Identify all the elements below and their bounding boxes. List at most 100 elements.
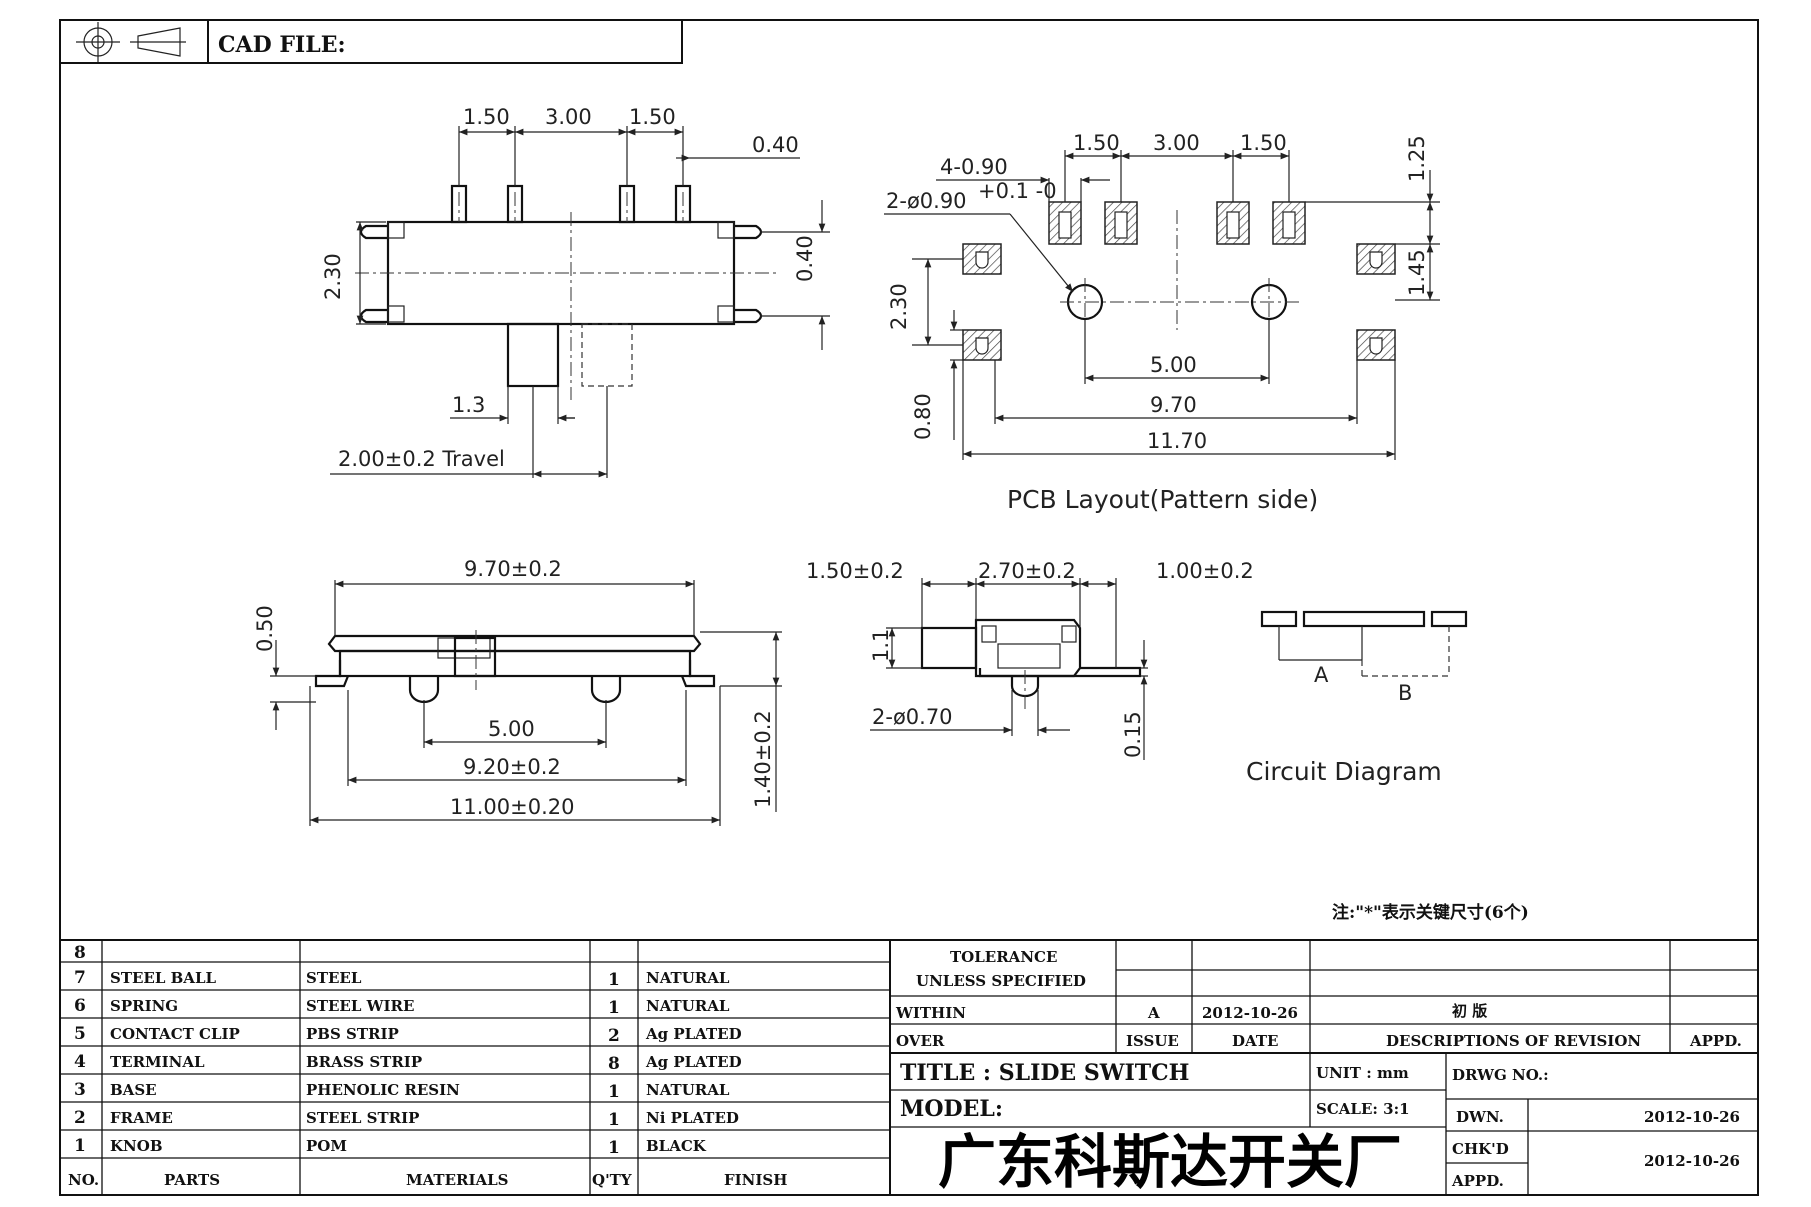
parts-row-1: 1 KNOB POM 1 BLACK bbox=[74, 1136, 707, 1158]
row-no: 8 bbox=[74, 943, 86, 963]
dim-side-pitch-1: 1.50 bbox=[463, 105, 510, 129]
chkd-label: CHK'D bbox=[1452, 1140, 1509, 1158]
row-no: 6 bbox=[74, 996, 86, 1016]
dim-pcb-hole-pitch: 5.00 bbox=[1150, 353, 1197, 377]
unit-label: UNIT : mm bbox=[1316, 1064, 1409, 1082]
dim-side-pitch-2: 3.00 bbox=[545, 105, 592, 129]
row-qty: 1 bbox=[608, 1138, 620, 1158]
key-dimension-note: 注:"*"表示关键尺寸(6个) bbox=[1332, 902, 1529, 923]
row-qty: 8 bbox=[608, 1054, 620, 1074]
dim-end-11: 1.1 bbox=[869, 629, 893, 662]
scale-label: SCALE: 3:1 bbox=[1316, 1100, 1410, 1118]
dim-pcb-pad-width: 4-0.90 bbox=[940, 155, 1008, 179]
row-no: 5 bbox=[74, 1024, 86, 1044]
parts-row-5: 5 CONTACT CLIP PBS STRIP 2 Ag PLATED bbox=[74, 1024, 742, 1046]
row-finish: NATURAL bbox=[646, 969, 730, 987]
dim-front-offset: 0.50 bbox=[253, 605, 277, 652]
dim-pcb-pitch-3: 1.50 bbox=[1240, 131, 1287, 155]
row-qty: 1 bbox=[608, 998, 620, 1018]
row-finish: NATURAL bbox=[646, 997, 730, 1015]
dim-pcb-hole-tol: +0.1 -0 bbox=[978, 179, 1057, 203]
revision-issue: A bbox=[1147, 1004, 1160, 1022]
row-material: BRASS STRIP bbox=[306, 1053, 422, 1071]
row-part: CONTACT CLIP bbox=[110, 1025, 240, 1043]
circuit-diagram: A B Circuit Diagram bbox=[1246, 610, 1468, 786]
end-view: 1.50±0.2 2.70±0.2 1.00±0.2 1.1 2-ø0.70 0… bbox=[806, 559, 1254, 760]
dim-pcb-pad-span: 9.70 bbox=[1150, 393, 1197, 417]
title-text: TITLE : SLIDE SWITCH bbox=[900, 1060, 1189, 1086]
revision-desc-label: DESCRIPTIONS OF REVISION bbox=[1386, 1032, 1641, 1050]
row-finish: BLACK bbox=[646, 1137, 707, 1155]
dim-side-pin-width: 0.40 bbox=[752, 133, 799, 157]
revision-appd-label: APPD. bbox=[1689, 1032, 1742, 1050]
dim-pcb-080: 0.80 bbox=[911, 393, 935, 440]
cad-file-label: CAD FILE: bbox=[218, 32, 346, 58]
pcb-layout-caption: PCB Layout(Pattern side) bbox=[1007, 485, 1318, 514]
row-part: FRAME bbox=[110, 1109, 173, 1127]
dim-side-pitch-3: 1.50 bbox=[629, 105, 676, 129]
row-qty: 1 bbox=[608, 1082, 620, 1102]
dim-end-peg-dia: 2-ø0.70 bbox=[872, 705, 953, 729]
row-material: STEEL bbox=[306, 969, 362, 987]
row-no: 2 bbox=[74, 1108, 86, 1128]
tolerance-within: WITHIN bbox=[895, 1004, 966, 1022]
parts-row-7: 7 STEEL BALL STEEL 1 NATURAL bbox=[74, 968, 730, 990]
parts-row-8: 8 bbox=[74, 943, 86, 963]
dim-side-travel: 2.00±0.2 Travel bbox=[338, 447, 505, 471]
dim-side-lead: 0.40 bbox=[793, 235, 817, 282]
revision-issue-label: ISSUE bbox=[1126, 1032, 1179, 1050]
dim-front-peg-pitch: 5.00 bbox=[488, 717, 535, 741]
row-no: 1 bbox=[74, 1136, 86, 1156]
parts-header-row: NO. PARTS MATERIALS Q'TY FINISH bbox=[68, 1171, 787, 1189]
row-finish: Ag PLATED bbox=[645, 1053, 742, 1071]
circuit-caption: Circuit Diagram bbox=[1246, 757, 1442, 786]
dim-pcb-pitch-1: 1.50 bbox=[1073, 131, 1120, 155]
parts-table: 8 7 STEEL BALL STEEL 1 NATURAL 6 SPRING … bbox=[60, 939, 1758, 1195]
parts-row-4: 4 TERMINAL BRASS STRIP 8 Ag PLATED bbox=[74, 1052, 742, 1074]
row-no: 4 bbox=[74, 1052, 86, 1072]
revision-date-label: DATE bbox=[1232, 1032, 1278, 1050]
dim-front-height: 1.40±0.2 bbox=[751, 710, 775, 808]
parts-row-2: 2 FRAME STEEL STRIP 1 Ni PLATED bbox=[74, 1108, 739, 1130]
title-block: TITLE : SLIDE SWITCH MODEL: UNIT : mm SC… bbox=[60, 1053, 1758, 1196]
header-finish: FINISH bbox=[724, 1171, 787, 1189]
dim-end-015: 0.15 bbox=[1121, 711, 1145, 758]
row-part: SPRING bbox=[110, 997, 178, 1015]
row-finish: Ag PLATED bbox=[645, 1025, 742, 1043]
row-material: STEEL WIRE bbox=[306, 997, 414, 1015]
row-material: POM bbox=[306, 1137, 347, 1155]
dim-pcb-230: 2.30 bbox=[887, 283, 911, 330]
tolerance-title-1: TOLERANCE bbox=[950, 948, 1057, 966]
dwn-date: 2012-10-26 bbox=[1644, 1108, 1740, 1126]
parts-row-6: 6 SPRING STEEL WIRE 1 NATURAL bbox=[74, 996, 730, 1018]
dim-pcb-145: 1.45 bbox=[1405, 249, 1429, 296]
row-part: KNOB bbox=[110, 1137, 163, 1155]
dim-side-height: 2.30 bbox=[321, 253, 345, 300]
front-view: 9.70±0.2 0.50 5.00 9.20±0.2 11.00±0.20 1… bbox=[253, 557, 782, 826]
pcb-layout: 1.50 3.00 1.50 4-0.90 2-ø0.90 +0.1 -0 1.… bbox=[884, 131, 1440, 514]
dim-end-mid: 2.70±0.2 bbox=[978, 559, 1076, 583]
pcb-pads-side bbox=[962, 243, 1396, 361]
row-material: PBS STRIP bbox=[306, 1025, 399, 1043]
row-part: BASE bbox=[110, 1081, 157, 1099]
cad-header: CAD FILE: bbox=[59, 19, 683, 64]
dwn-label: DWN. bbox=[1456, 1108, 1504, 1126]
pcb-pads-top bbox=[1048, 201, 1306, 245]
header-parts: PARTS bbox=[164, 1171, 220, 1189]
revision-block: TOLERANCE UNLESS SPECIFIED WITHIN OVER A… bbox=[890, 940, 1758, 1054]
row-part: TERMINAL bbox=[110, 1053, 205, 1071]
dim-end-right: 1.00±0.2 bbox=[1156, 559, 1254, 583]
side-view: 1.50 3.00 1.50 0.40 2.30 0.40 1.3 2.00±0… bbox=[321, 105, 830, 478]
dim-front-top-width: 9.70±0.2 bbox=[464, 557, 562, 581]
row-material: STEEL STRIP bbox=[306, 1109, 419, 1127]
row-qty: 1 bbox=[608, 1110, 620, 1130]
revision-description: 初 版 bbox=[1452, 1002, 1487, 1020]
header-materials: MATERIALS bbox=[406, 1171, 509, 1189]
row-qty: 2 bbox=[608, 1026, 620, 1046]
dim-pcb-pitch-2: 3.00 bbox=[1153, 131, 1200, 155]
dim-front-overall: 11.00±0.20 bbox=[450, 795, 574, 819]
circuit-label-b: B bbox=[1398, 681, 1412, 705]
dim-pcb-hole-dia: 2-ø0.90 bbox=[886, 189, 967, 213]
company-name: 广东科斯达开关厂 bbox=[938, 1128, 1402, 1196]
